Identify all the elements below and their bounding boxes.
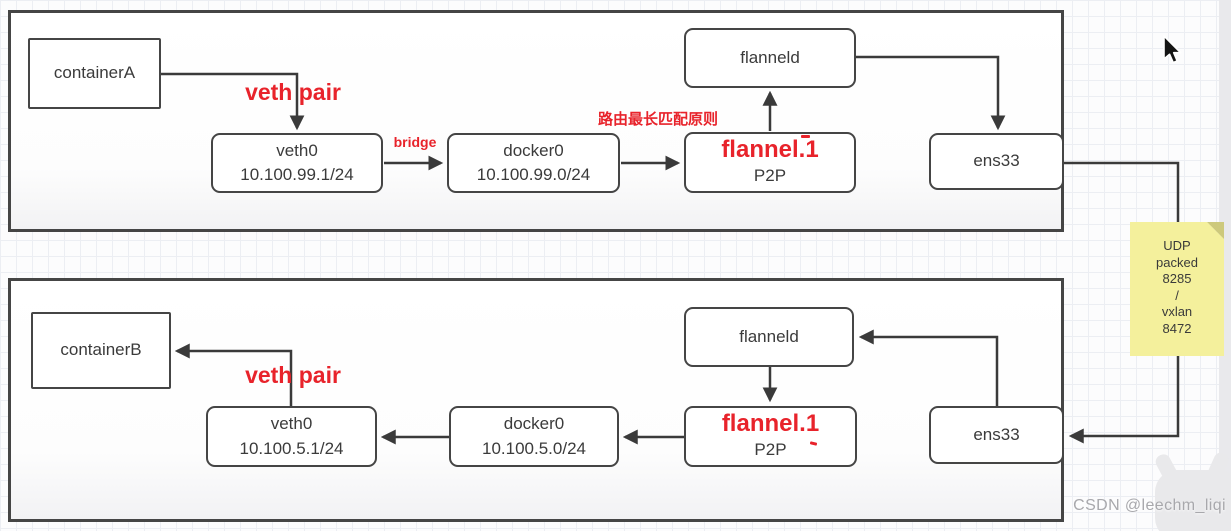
node-veth0-a[interactable]: veth0 10.100.99.1/24 [211,133,383,193]
container-b-label: containerB [60,340,142,360]
watermark-text: CSDN @leechm_liqi [1073,497,1226,514]
mouse-cursor-icon [1163,35,1182,64]
ens33-b-label: ens33 [973,424,1020,444]
node-docker0-b[interactable]: docker0 10.100.5.0/24 [449,406,619,467]
node-ens33-a[interactable]: ens33 [929,133,1064,190]
host-a-box[interactable] [8,10,1064,232]
note-line: / [1175,287,1179,303]
route-longest-match-note: 路由最长匹配原则 [597,111,718,128]
flannel1-b-mode: P2P [754,439,787,459]
veth0-a-name: veth0 [276,140,318,160]
flanneld-a-label: flanneld [740,47,800,67]
veth-pair-label-a: veth pair [245,79,341,105]
container-a-label: containerA [53,63,136,83]
veth0-b-name: veth0 [270,414,313,434]
sticky-note-folded-corner [1207,222,1224,239]
node-docker0-a[interactable]: docker0 10.100.99.0/24 [447,133,620,193]
node-ens33-b[interactable]: ens33 [929,406,1064,464]
flannel1-a-mode: P2P [753,165,787,185]
note-line: 8472 [1162,320,1192,336]
right-edge-strip [1219,0,1231,531]
udp-vxlan-sticky-note[interactable]: UDP packed 8285 / vxlan 8472 [1130,222,1224,356]
note-line: vxlan [1161,304,1193,319]
note-line: packed [1156,254,1198,270]
veth0-a-ip: 10.100.99.1/24 [240,165,354,184]
node-veth0-b[interactable]: veth0 10.100.5.1/24 [206,406,377,467]
note-line: UDP [1163,238,1191,253]
stray-red-mark-a [801,135,810,138]
docker0-b-ip: 10.100.5.0/24 [482,438,586,458]
veth0-b-ip: 10.100.5.1/24 [239,438,344,458]
flanneld-b-label: flanneld [739,326,799,346]
node-container-a[interactable]: containerA [28,38,161,109]
note-line: 8285 [1162,271,1192,286]
node-flannel1-b[interactable]: flannel.1 P2P [684,406,857,467]
flannel1-a-name: flannel.1 [721,136,819,164]
node-flannel1-a[interactable]: flannel.1 P2P [684,132,856,193]
node-flanneld-b[interactable]: flanneld [684,307,854,367]
ens33-a-label: ens33 [973,151,1020,171]
docker0-b-name: docker0 [503,414,565,434]
node-container-b[interactable]: containerB [31,312,171,389]
docker0-a-name: docker0 [503,140,564,160]
docker0-a-ip: 10.100.99.0/24 [476,165,591,184]
bridge-label: bridge [393,134,437,150]
csdn-mascot-logo [1155,452,1231,531]
node-flanneld-a[interactable]: flanneld [684,28,856,88]
veth-pair-label-b: veth pair [245,362,341,388]
flannel1-b-name: flannel.1 [721,410,820,438]
